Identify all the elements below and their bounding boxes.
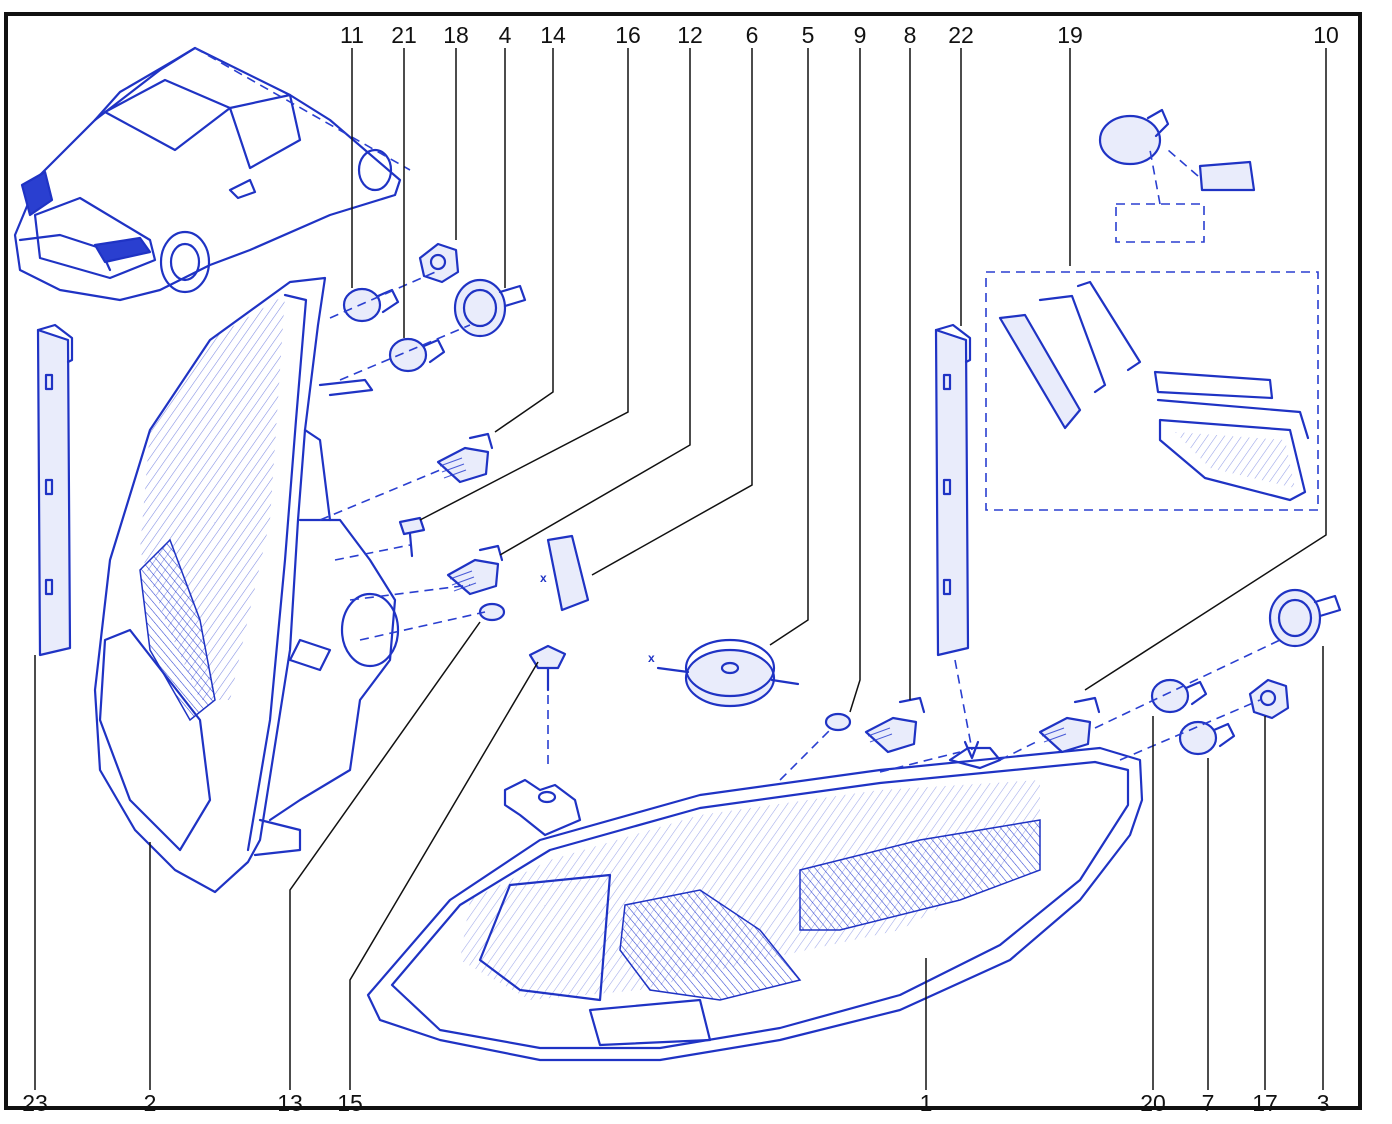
callout-16: 16 (615, 22, 641, 48)
assembly-lines (319, 269, 1281, 781)
callout-11: 11 (340, 22, 364, 48)
callout-12: 12 (677, 22, 703, 48)
screw-16 (398, 516, 426, 558)
repair-kit-19 (985, 271, 1319, 511)
callout-15: 15 (337, 1090, 363, 1116)
callout-14: 14 (540, 22, 566, 48)
leader-lines (34, 48, 1327, 1090)
cap-6: x (540, 534, 590, 612)
callout-22: 22 (948, 22, 974, 48)
bulb-14 (436, 432, 494, 484)
callout-7: 7 (1201, 1090, 1215, 1116)
callout-5: 5 (801, 22, 815, 48)
callout-9: 9 (853, 22, 867, 48)
callout-6: 6 (745, 22, 759, 48)
callout-4: 4 (498, 22, 512, 48)
cover-ring-3 (1268, 588, 1342, 648)
headlamp-2-side-view (93, 276, 400, 894)
bulb-inset (1098, 108, 1256, 243)
svg-text:x: x (540, 571, 547, 585)
callout-18: 18 (443, 22, 469, 48)
bulb-11 (342, 287, 400, 323)
bulb-10 (1038, 696, 1101, 754)
bulb-7 (1178, 720, 1236, 756)
bulb-20 (1150, 678, 1208, 714)
callout-17: 17 (1252, 1090, 1278, 1116)
callout-21: 21 (391, 22, 417, 48)
trim-strip-23 (36, 323, 74, 657)
bulb-holder-17 (1248, 678, 1290, 720)
trim-strip-22 (934, 323, 980, 760)
cover-ring-4 (453, 278, 527, 338)
callout-20: 20 (1140, 1090, 1166, 1116)
callout-2: 2 (143, 1090, 157, 1116)
callout-10: 10 (1313, 22, 1339, 48)
bulb-9 (824, 712, 852, 732)
vehicle-thumbnail (13, 46, 411, 302)
cap-5: x (648, 638, 800, 708)
svg-text:x: x (648, 651, 655, 665)
bulb-13 (478, 602, 506, 622)
callout-3: 3 (1316, 1090, 1330, 1116)
bulb-8 (864, 696, 926, 754)
headlamp-1-front-view (366, 746, 1144, 1062)
callout-23: 23 (22, 1090, 48, 1116)
bulb-holder-18 (418, 242, 460, 284)
callout-8: 8 (903, 22, 917, 48)
callout-19: 19 (1057, 22, 1083, 48)
callout-13: 13 (277, 1090, 303, 1116)
callout-1: 1 (919, 1090, 933, 1116)
screw-15 (528, 644, 567, 770)
